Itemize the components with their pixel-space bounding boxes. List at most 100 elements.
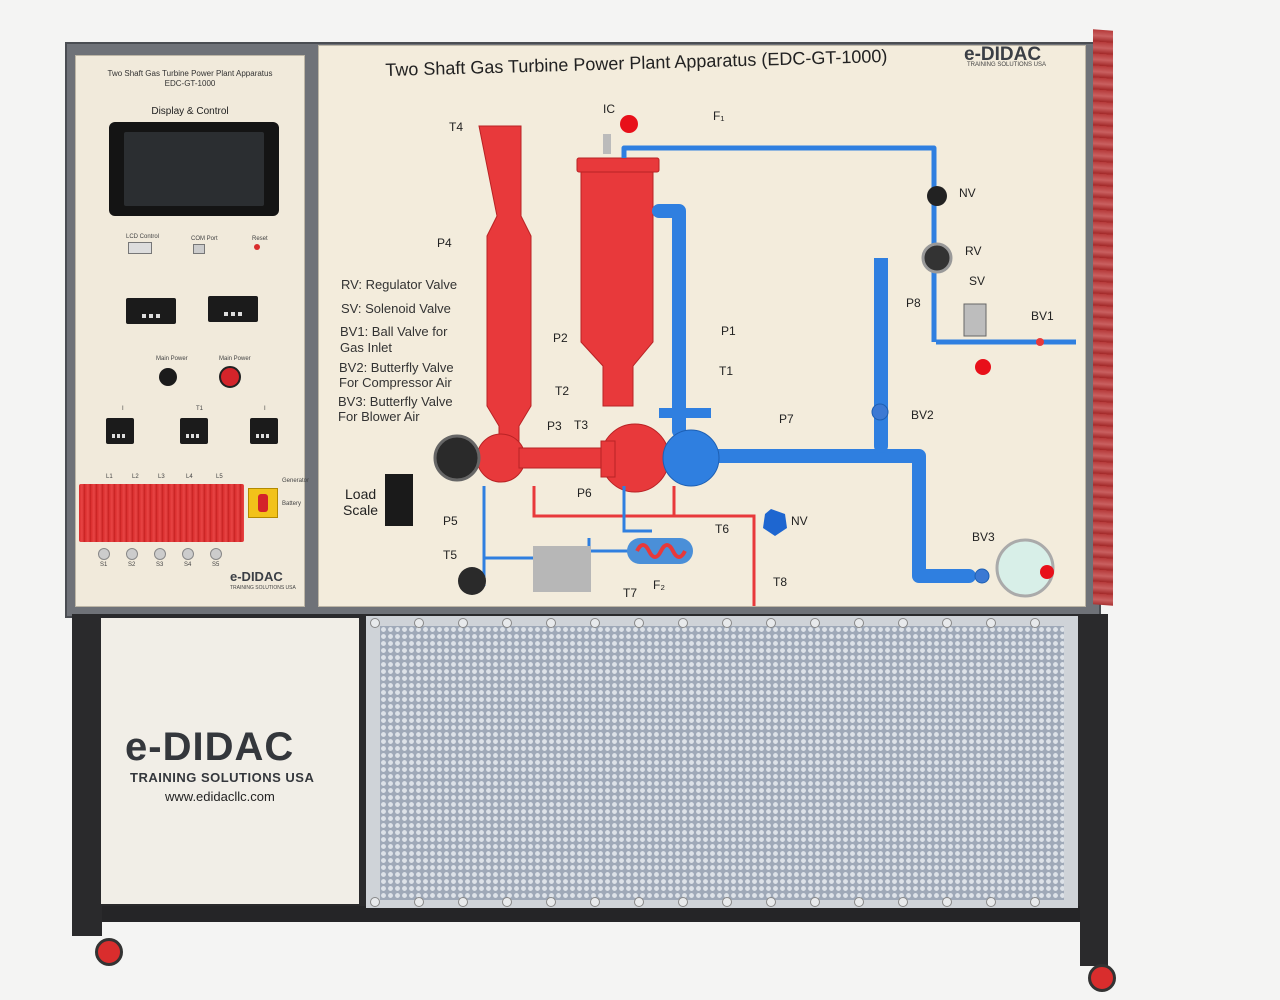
rivet [898,897,908,907]
rivet [370,897,380,907]
compressor-inlet-funnel [659,408,711,418]
reset-label: Reset [252,236,268,242]
load-switch-s3[interactable] [154,548,166,560]
rivet [722,897,732,907]
control-panel-logo: e-DIDAC [230,569,283,584]
process-diagram [385,115,1076,606]
control-box [533,546,591,592]
schematic-logo: e-DIDAC [964,44,1042,65]
relay-label-l2: L2 [132,474,139,480]
label-p7: P7 [779,412,794,426]
com-port-label: COM Port [191,236,218,242]
digital-meter-left [126,298,176,324]
cabinet-tagline: TRAINING SOLUTIONS USA [130,770,315,785]
rivet [634,897,644,907]
label-p8: P8 [906,296,921,310]
label-t8: T8 [773,575,788,589]
switch-label-s4: S4 [184,562,192,568]
rivet [678,897,688,907]
relay-label-l1: L1 [106,474,113,480]
label-t2: T2 [555,384,570,398]
label-t1: T1 [719,364,734,378]
cabinet-url: www.edidacllc.com [165,789,275,804]
air-intake-cap [874,258,888,268]
temperature-meter [180,418,208,444]
battery-label: Battery [282,501,302,507]
load-switch-s1[interactable] [98,548,110,560]
lcd-control-switch[interactable] [128,242,152,254]
label-f1: F₁ [713,109,725,123]
switch-label-s5: S5 [212,562,220,568]
rivet [766,897,776,907]
butterfly-valve-bv2 [871,403,889,421]
rivet [810,618,820,628]
load-lamp-bank [79,484,244,542]
load-switch-s2[interactable] [126,548,138,560]
meter-label-t1: T1 [196,406,204,412]
compressor-discharge-pipe [682,449,976,583]
butterfly-valve-bv3 [974,568,990,584]
cabinet-door [101,618,359,904]
rivet [590,897,600,907]
relay-label-l4: L4 [186,474,193,480]
side-heatsink [1093,29,1113,606]
compressor-air-riser [652,204,686,438]
load-scale-display [385,474,413,526]
label-p4: P4 [437,236,452,250]
needle-valve-icon [763,509,787,536]
display-control-label: Display & Control [151,106,229,117]
label-t5: T5 [443,548,458,562]
load-switch-s4[interactable] [182,548,194,560]
com-port[interactable] [193,244,205,254]
lcd-control-label: LCD Control [126,234,160,240]
label-bv3: BV3 [972,530,995,544]
rivet [458,618,468,628]
power-turbine [476,433,526,483]
load-switch-s5[interactable] [210,548,222,560]
rivet [898,618,908,628]
schematic-logo-sub: TRAINING SOLUTIONS USA [967,62,1047,68]
rivet [458,897,468,907]
mesh-grille [380,626,1064,900]
legend-bv2-cont: For Compressor Air [339,375,452,390]
cabinet-leg-left [72,906,102,936]
main-power-selector[interactable] [159,368,177,386]
switch-label-s3: S3 [156,562,164,568]
main-power-label: Main Power [156,356,188,362]
label-p3: P3 [547,419,562,433]
combustion-chamber [580,171,654,407]
rivet [590,618,600,628]
rivet [546,897,556,907]
cabinet-leg-right [1080,906,1108,966]
generator-switch[interactable] [248,488,278,518]
label-rv: RV [965,244,982,258]
main-power-label-2: Main Power [219,356,251,362]
rivet [986,897,996,907]
rivet [986,618,996,628]
label-f2: F₂ [653,578,665,592]
schematic-panel: Two Shaft Gas Turbine Power Plant Appara… [318,44,1086,607]
rivet [502,618,512,628]
lcd-screen [124,132,264,206]
current-meter-left [106,418,134,444]
label-p1: P1 [721,324,736,338]
load-scale-label-2: Scale [343,502,379,518]
lcd-display[interactable] [109,122,279,216]
main-power-button[interactable] [219,366,241,388]
control-panel-title: Two Shaft Gas Turbine Power Plant Appara… [107,69,273,78]
starter-motor [458,567,486,595]
rivet [766,618,776,628]
compressor [662,429,720,487]
relay-label-l3: L3 [158,474,165,480]
generator-label: Generator [282,478,310,484]
combustor-flange [576,157,660,173]
reset-button[interactable] [254,244,260,250]
rivet [370,618,380,628]
rivet [414,897,424,907]
label-t3: T3 [574,418,589,432]
caster-wheel-right [1088,964,1116,992]
rivet [634,618,644,628]
legend-bv1-cont: Gas Inlet [340,340,393,355]
meter-label-i-left: I [122,406,124,412]
label-sv: SV [969,274,986,288]
